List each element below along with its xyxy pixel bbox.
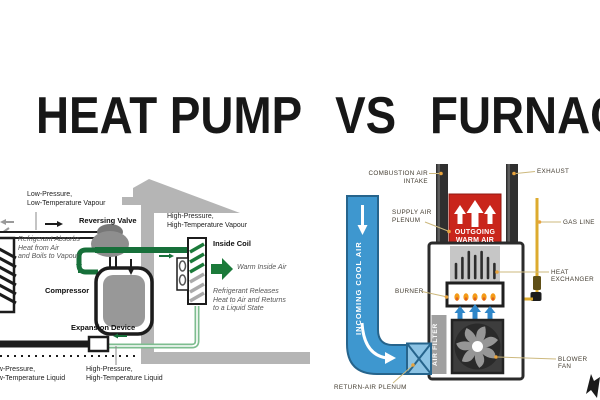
heat-pump-diagram: Low-Pressure, Low-Temperature Vapour Rev… <box>0 160 330 400</box>
label-burner: BURNER <box>395 288 424 295</box>
burner-flames-icon <box>454 293 496 301</box>
label-reversing-valve: Reversing Valve <box>79 216 137 225</box>
outside-coil <box>0 236 17 314</box>
duct-curve-arrow-icon <box>360 322 396 364</box>
warm-air-up-arrows-icon <box>454 200 496 227</box>
label-warm-inside-air: Warm Inside Air <box>237 264 287 271</box>
furnace-graphic <box>346 164 561 384</box>
warm-air-block-arrow-icon <box>211 258 233 280</box>
cool-air-down-arrow-icon <box>357 205 368 235</box>
flow-arrow-right-icon <box>45 221 63 227</box>
exhaust-pipe-highlight <box>507 164 510 246</box>
label-combustion-air-intake: COMBUSTION AIR INTAKE <box>368 170 428 185</box>
compressor-shape <box>94 266 154 336</box>
label-refrigerant-absorbs: Refrigerant Absorbs Heat from Air and Bo… <box>18 236 80 261</box>
label-supply-air-plenum: SUPPLY AIR PLENUM <box>392 209 432 224</box>
liquid-pipe-black <box>0 340 89 348</box>
coil-fan-icon <box>176 257 189 291</box>
label-heat-exchanger: HEAT EXCHANGER <box>551 268 595 284</box>
title-heat-pump: HEAT PUMP <box>36 87 302 145</box>
return-plenum-box <box>406 342 432 375</box>
heat-exchanger-slats <box>454 250 496 280</box>
expansion-device-shape <box>87 335 110 353</box>
label-low-pressure-vapour: Low-Pressure, Low-Temperature Vapour <box>27 191 106 207</box>
title-vs: VS <box>335 87 397 145</box>
heat-pump-graphic <box>0 179 310 365</box>
intake-pipe-highlight <box>437 164 440 246</box>
supply-plenum-box <box>448 193 502 247</box>
rising-air-arrows-icon <box>454 304 496 321</box>
label-high-pressure-vapour: High-Pressure, High-Temperature Vapour <box>167 213 248 229</box>
label-incoming-cool-air: INCOMING COOL AIR <box>354 241 363 335</box>
house-floor <box>141 352 310 364</box>
liquid-pipe-light <box>108 306 200 349</box>
label-gas-line: GAS LINE <box>563 218 595 226</box>
flow-arrow-up-icon <box>76 259 82 273</box>
label-refrigerant-releases: Refrigerant Releases Heat to Air and Ret… <box>213 288 286 313</box>
flow-arrow-left-green-icon <box>113 333 127 339</box>
page-title: HEAT PUMP VS FURNACE <box>36 86 600 146</box>
label-compressor: Compressor <box>45 286 90 295</box>
label-outgoing-warm-air: OUTGOING WARM AIR <box>454 229 496 245</box>
label-expansion-device: Expansion Device <box>71 323 136 332</box>
blower-fan-shape <box>450 318 505 375</box>
label-blower-fan: BLOWER FAN <box>558 355 588 371</box>
inside-coil-shape <box>187 237 207 305</box>
flow-arrow-right-green-icon <box>159 253 174 259</box>
label-return-air-plenum: RETURN-AIR PLENUM <box>334 384 407 391</box>
label-exhaust: EXHAUST <box>537 168 570 175</box>
label-high-pressure-liquid: High-Pressure, High-Temperature Liquid <box>86 366 163 382</box>
burner-box <box>445 281 505 308</box>
furnace-diagram: COMBUSTION AIR INTAKE EXHAUST SUPPLY AIR… <box>330 160 600 400</box>
watermark-glyph <box>586 374 600 398</box>
house-roof <box>122 179 240 213</box>
label-air-filter: AIR FILTER <box>432 323 439 366</box>
label-low-pressure-liquid: Low-Pressure, Low-Temperature Liquid <box>0 366 66 382</box>
air-filter-bar <box>431 315 447 374</box>
flow-arrow-down-icon <box>128 259 134 275</box>
leader-lines <box>392 171 561 384</box>
title-furnace: FURNACE <box>429 87 600 145</box>
label-inside-coil: Inside Coil <box>213 239 251 248</box>
